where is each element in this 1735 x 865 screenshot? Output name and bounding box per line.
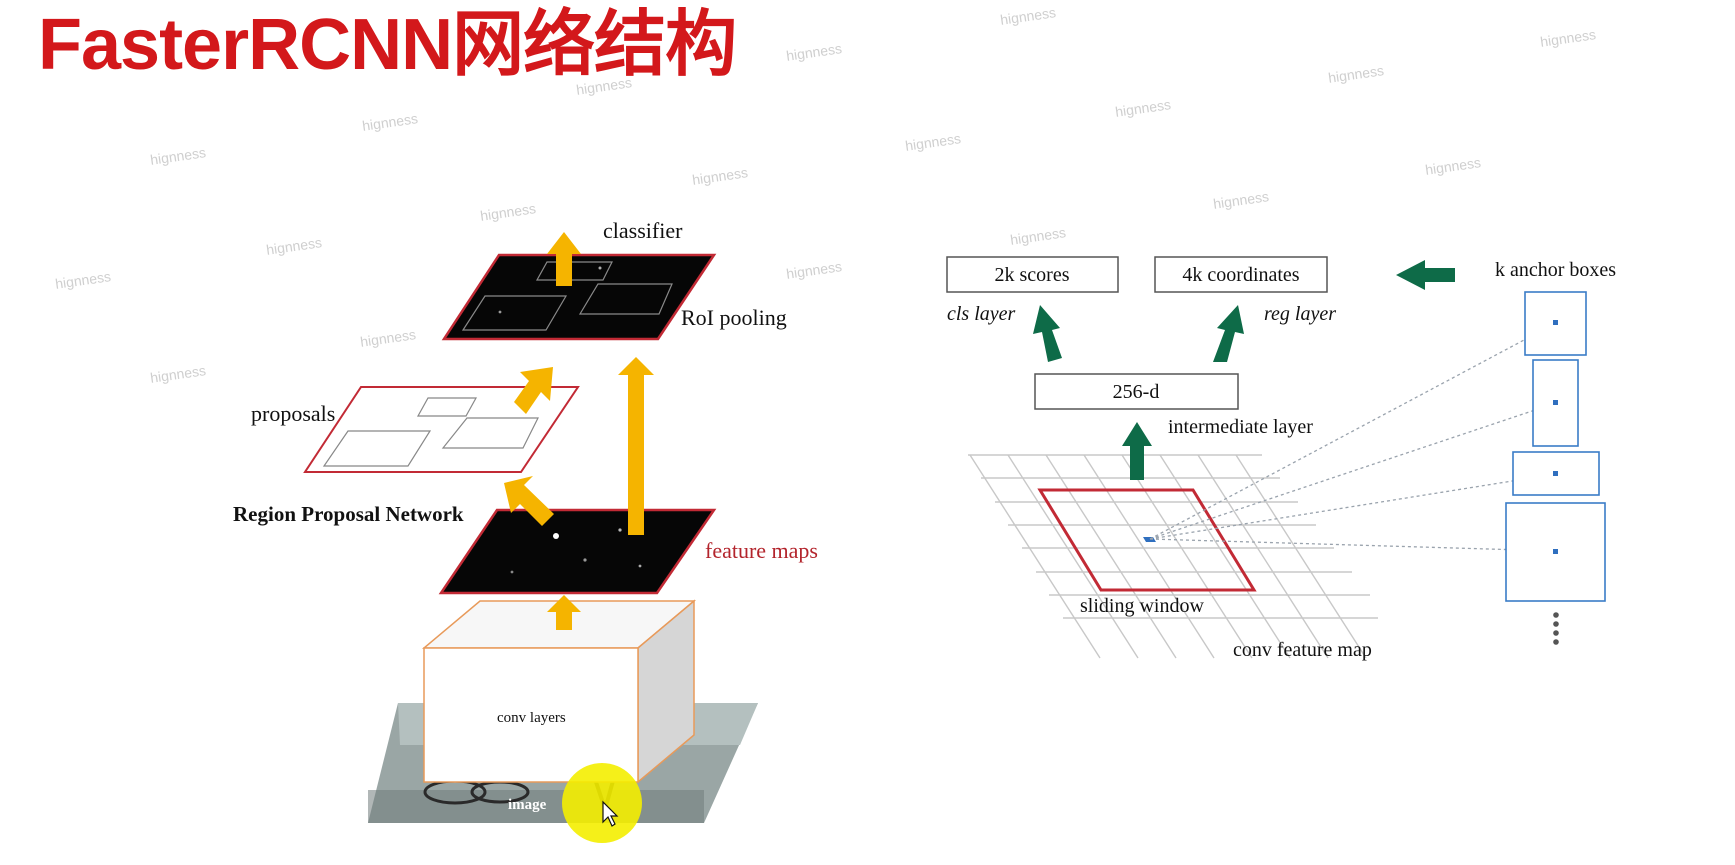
arrow-roi-to-classifier	[547, 232, 581, 286]
arrow-intermediate-to-reg	[1213, 305, 1244, 362]
slide-title: FasterRCNN网络结构	[38, 5, 737, 85]
ellipsis-dots	[1553, 612, 1559, 645]
arrow-features-to-proposals	[504, 476, 554, 526]
classifier-label: classifier	[603, 218, 683, 243]
anchor-center	[1553, 320, 1558, 325]
dims-label: 256-d	[1113, 381, 1160, 403]
scores-box	[946, 256, 1119, 293]
sliding-window-label: sliding window	[1080, 595, 1204, 617]
arrow-conv-to-features	[547, 595, 581, 630]
feature-maps-plane	[438, 508, 717, 595]
intermediate-layer-label: intermediate layer	[1168, 416, 1313, 438]
image-label: image	[508, 797, 547, 813]
conv-feature-map-grid	[968, 454, 1378, 659]
arrow-anchors-to-coordinates	[1396, 260, 1455, 290]
arrow-grid-to-intermediate	[1122, 422, 1152, 480]
anchor-center	[1553, 400, 1558, 405]
intermediate-layer-box	[1034, 373, 1239, 410]
cursor-highlight	[562, 763, 642, 843]
reg-layer-label: reg layer	[1264, 303, 1336, 325]
coordinates-label: 4k coordinates	[1182, 264, 1299, 286]
sliding-window-center	[1143, 537, 1156, 542]
conv-feature-map-label: conv feature map	[1233, 639, 1372, 661]
cls-layer-label: cls layer	[947, 303, 1016, 325]
feature-maps-label: feature maps	[705, 538, 818, 563]
anchor-center	[1553, 471, 1558, 476]
mouse-pointer-icon	[602, 800, 619, 827]
scores-label: 2k scores	[995, 264, 1070, 286]
arrow-intermediate-to-cls	[1033, 305, 1062, 362]
proposals-label: proposals	[251, 401, 335, 426]
anchor-connectors	[1149, 322, 1557, 552]
anchor-center	[1553, 549, 1558, 554]
anchor-boxes-label: k anchor boxes	[1495, 259, 1616, 281]
sliding-window-box	[1037, 488, 1257, 592]
roi-pooling-label: RoI pooling	[681, 305, 787, 330]
arrow-features-to-roi	[618, 357, 654, 535]
roi-pooling-plane	[441, 253, 717, 341]
rpn-label: Region Proposal Network	[233, 502, 464, 526]
anchor-boxes	[1505, 291, 1606, 602]
proposals-plane	[303, 386, 580, 473]
coordinates-box	[1154, 256, 1328, 293]
conv-layers-label: conv layers	[497, 710, 566, 726]
arrow-proposals-to-roi	[514, 367, 553, 414]
